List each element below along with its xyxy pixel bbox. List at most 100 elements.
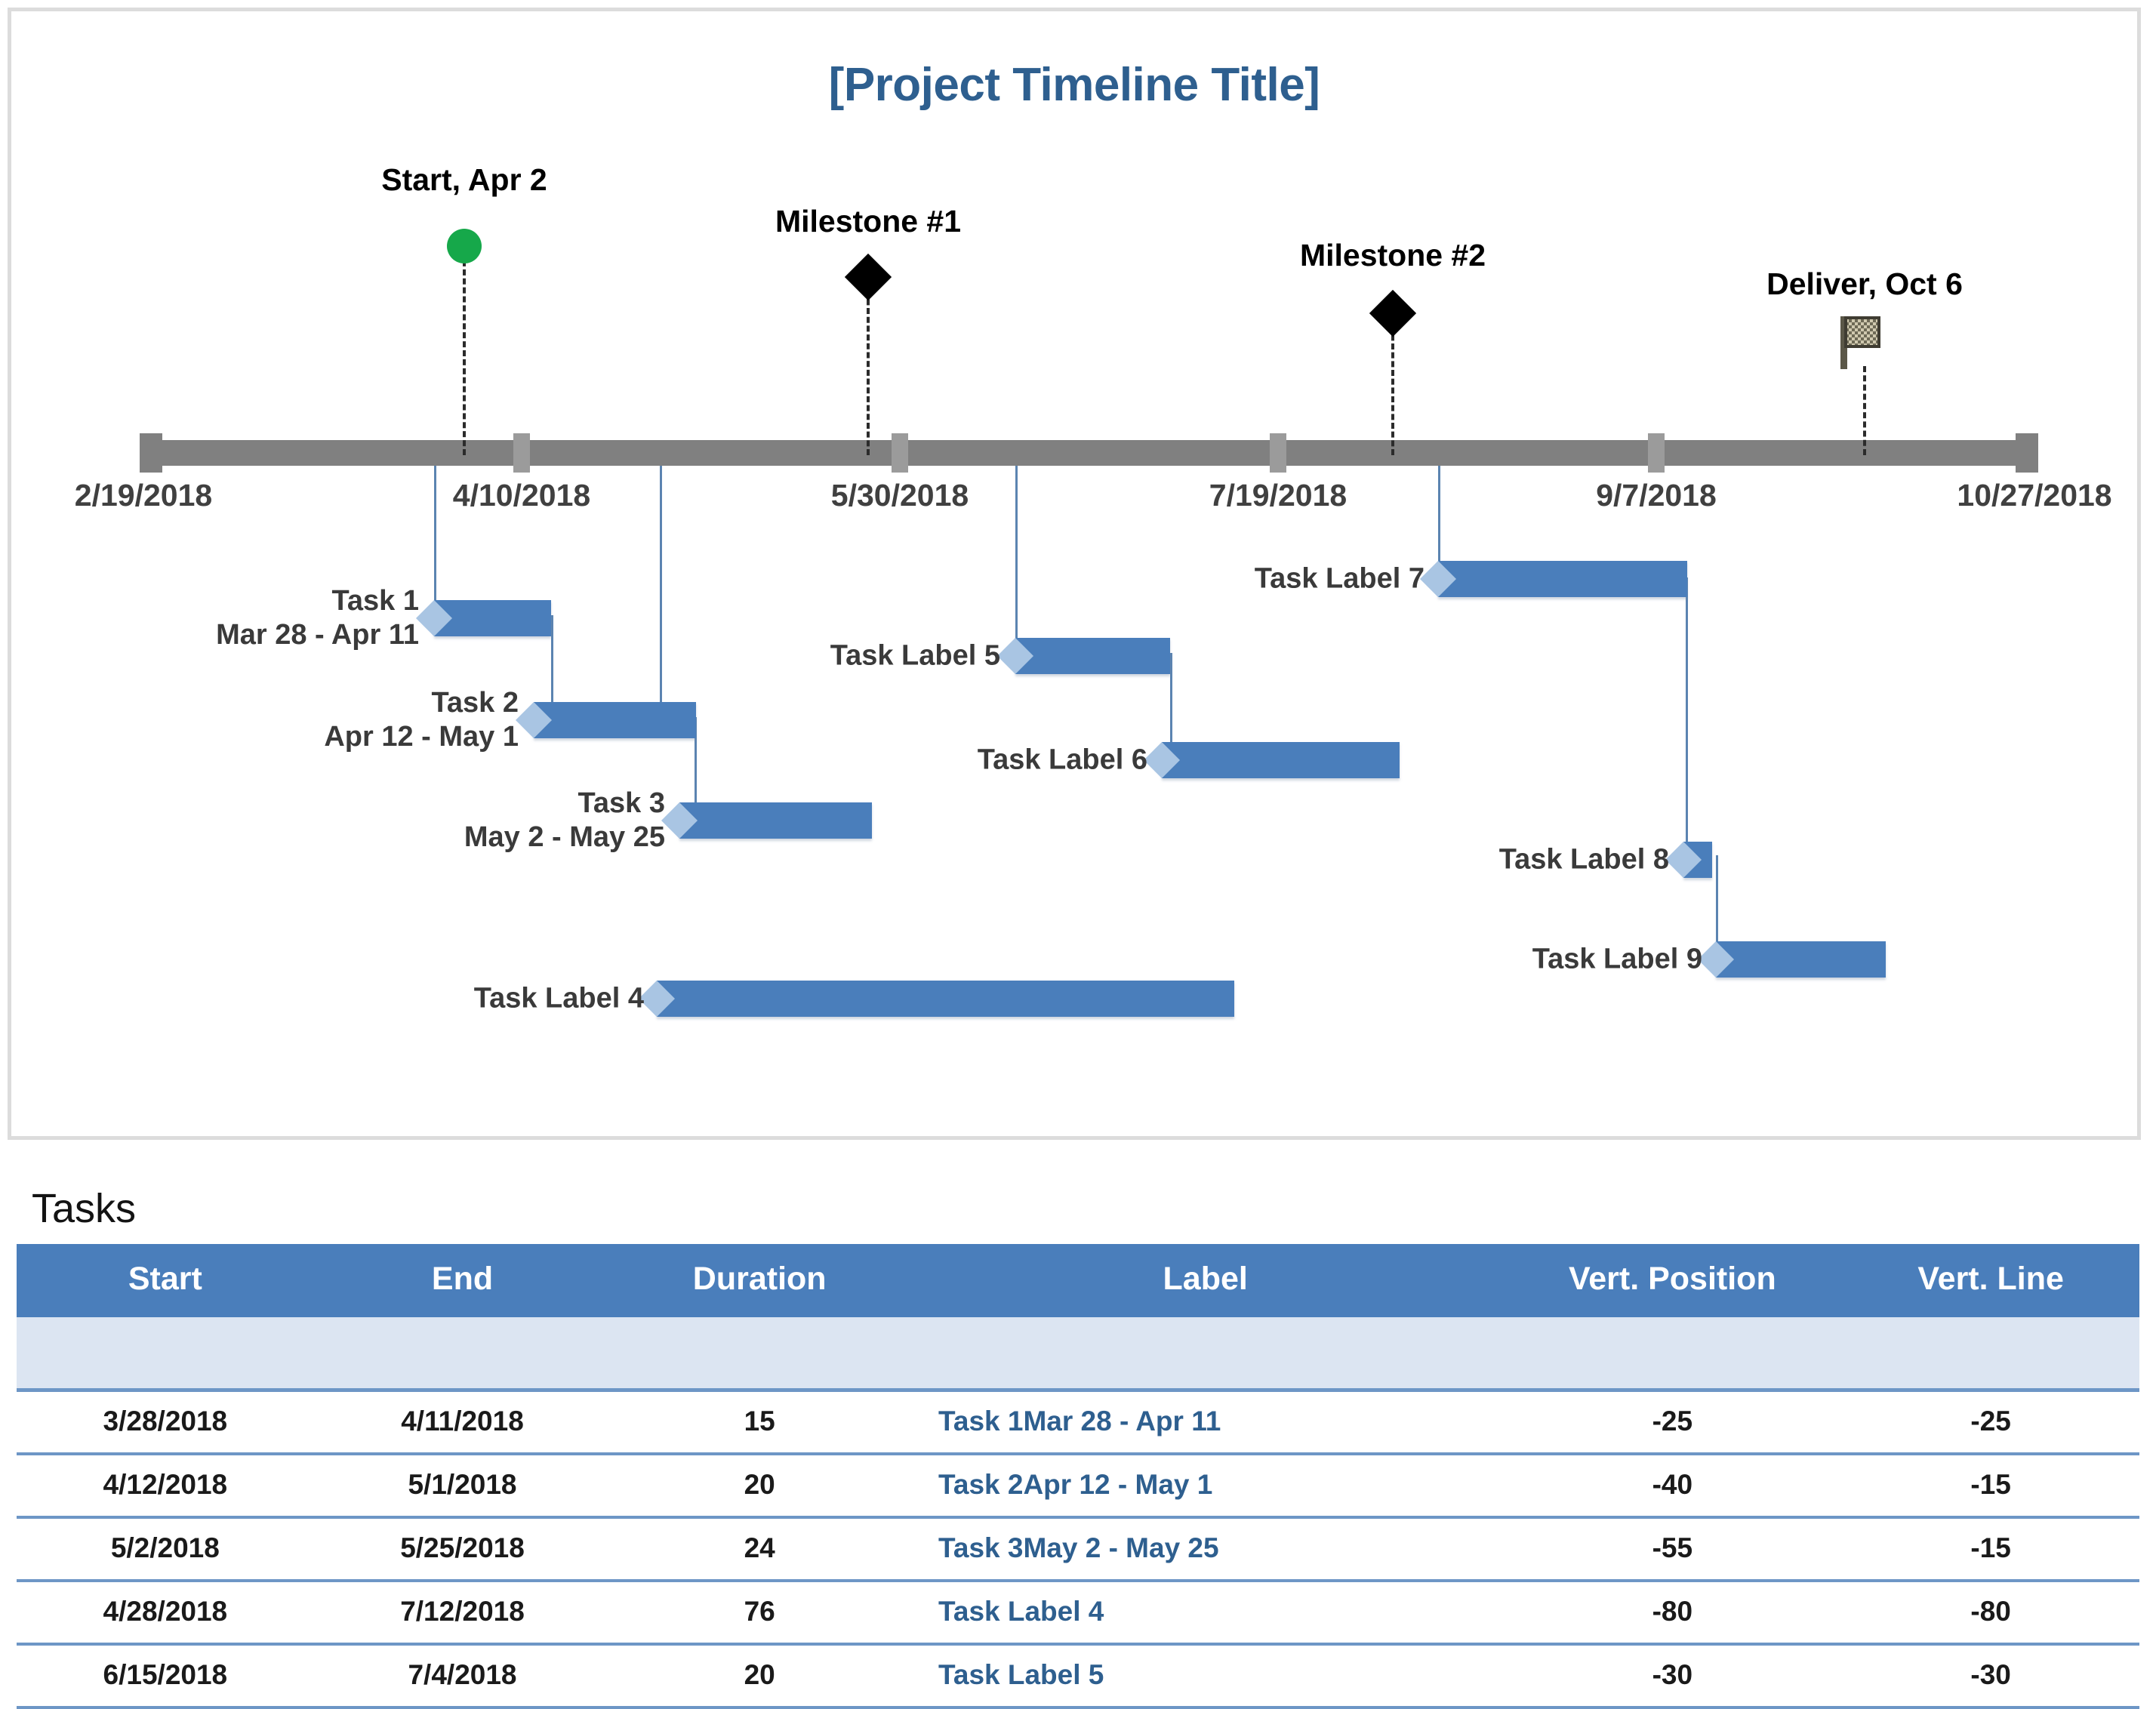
axis-date-label-3: 7/19/2018 [1209, 478, 1348, 513]
task-bar-start-diamond-icon [997, 638, 1033, 674]
milestone-stem-3 [1863, 366, 1866, 455]
cell-vert-line: -25 [1842, 1390, 2139, 1455]
axis-tick-mark [1270, 433, 1286, 473]
task-bar[interactable] [639, 981, 1234, 1017]
tasks-table: Start End Duration Label Vert. Position … [17, 1244, 2139, 1709]
cell-label: Task 1Mar 28 - Apr 11 [908, 1390, 1503, 1455]
task-bar[interactable] [997, 638, 1170, 674]
task-bar[interactable] [1420, 561, 1687, 597]
task-label-line: Task Label 4 [473, 982, 644, 1015]
filter-cell[interactable] [908, 1317, 1503, 1392]
column-header-vert-line[interactable]: Vert. Line [1842, 1244, 2139, 1317]
milestone-label-2: Milestone #2 [1299, 238, 1486, 273]
cell-start: 6/15/2018 [17, 1644, 314, 1709]
cell-end: 7/12/2018 [313, 1581, 611, 1646]
cell-vert-line: -15 [1842, 1517, 2139, 1582]
cell-duration: 76 [611, 1581, 909, 1646]
cell-duration: 20 [611, 1454, 909, 1519]
milestone-label-3: Deliver, Oct 6 [1766, 266, 1963, 301]
filter-cell[interactable] [313, 1317, 611, 1392]
axis-tick-mark [513, 433, 530, 473]
cell-label: Task 2Apr 12 - May 1 [908, 1454, 1503, 1519]
task-bar[interactable] [416, 600, 551, 636]
task-label: Task Label 8 [1499, 843, 1669, 877]
axis-end-cap [2016, 433, 2038, 473]
milestone-label-1: Milestone #1 [775, 204, 962, 239]
task-label-line: Apr 12 - May 1 [324, 721, 519, 753]
axis-date-label-5: 10/27/2018 [1957, 478, 2112, 513]
task-bar[interactable] [661, 802, 872, 839]
column-header-label[interactable]: Label [908, 1244, 1503, 1317]
task-bar-start-diamond-icon [1698, 941, 1734, 978]
task-label-line: Task Label 5 [830, 639, 1000, 672]
task-label-line: May 2 - May 25 [464, 821, 665, 853]
task-label: Task Label 7 [1255, 562, 1424, 596]
task-label: Task Label 6 [978, 744, 1147, 778]
filter-cell[interactable] [611, 1317, 909, 1392]
filter-cell[interactable] [1842, 1317, 2139, 1392]
task-bar[interactable] [1144, 742, 1400, 778]
column-header-duration[interactable]: Duration [611, 1244, 909, 1317]
cell-vert-line: -80 [1842, 1581, 2139, 1646]
cell-end: 5/25/2018 [313, 1517, 611, 1582]
black-diamond-icon [844, 253, 892, 301]
axis-date-label-2: 5/30/2018 [830, 478, 969, 513]
task-bar-start-diamond-icon [639, 981, 675, 1017]
cell-duration: 20 [611, 1644, 909, 1709]
cell-vert-position: -55 [1502, 1517, 1843, 1582]
task-bar[interactable] [516, 702, 696, 738]
filter-cell[interactable] [17, 1317, 314, 1392]
task-bar-start-diamond-icon [1144, 742, 1180, 778]
task-connector-line-7 [1686, 577, 1688, 845]
task-bar-start-diamond-icon [661, 802, 698, 839]
cell-vert-position: -30 [1502, 1644, 1843, 1709]
column-header-vert-position[interactable]: Vert. Position [1502, 1244, 1843, 1317]
black-diamond-icon [1369, 289, 1417, 337]
cell-end: 5/1/2018 [313, 1454, 611, 1519]
green-circle-icon [447, 229, 482, 263]
task-label-line: Task Label 9 [1532, 943, 1702, 975]
cell-label: Task 3May 2 - May 25 [908, 1517, 1503, 1582]
cell-label: Task Label 5 [908, 1644, 1503, 1709]
cell-start: 4/28/2018 [17, 1581, 314, 1646]
task-bar[interactable] [1698, 941, 1886, 978]
task-bar[interactable] [1665, 842, 1712, 878]
axis-end-cap [140, 433, 162, 473]
task-connector-line-2 [551, 615, 553, 706]
column-header-end[interactable]: End [313, 1244, 611, 1317]
cell-label: Task Label 4 [908, 1581, 1503, 1646]
filter-cell[interactable] [1502, 1317, 1843, 1392]
axis-tick-mark [1648, 433, 1665, 473]
task-connector-line-8 [1716, 855, 1718, 944]
task-label-line: Task Label 6 [977, 744, 1147, 776]
axis-tick-mark [892, 433, 908, 473]
task-label: Task Label 4 [474, 982, 644, 1016]
cell-start: 4/12/2018 [17, 1454, 314, 1519]
column-header-start[interactable]: Start [17, 1244, 314, 1317]
tasks-table-filter-row[interactable] [17, 1317, 2139, 1392]
task-bar-start-diamond-icon [1420, 561, 1456, 597]
task-label-line: Task Label 7 [1254, 562, 1424, 595]
cell-vert-line: -30 [1842, 1644, 2139, 1709]
axis-date-label-0: 2/19/2018 [74, 478, 213, 513]
task-bar-start-diamond-icon [416, 600, 452, 636]
task-label: Task Label 5 [830, 639, 1000, 673]
task-bar-start-diamond-icon [1665, 842, 1702, 878]
task-label-line: Task 3 [578, 787, 665, 820]
task-label-line: Mar 28 - Apr 11 [216, 619, 419, 651]
task-connector-line-3 [695, 717, 697, 806]
task-connector-line-4 [1015, 448, 1018, 641]
checkered-flag-icon [1837, 313, 1883, 376]
milestone-label-0: Start, Apr 2 [381, 162, 547, 197]
task-bar-start-diamond-icon [516, 702, 552, 738]
